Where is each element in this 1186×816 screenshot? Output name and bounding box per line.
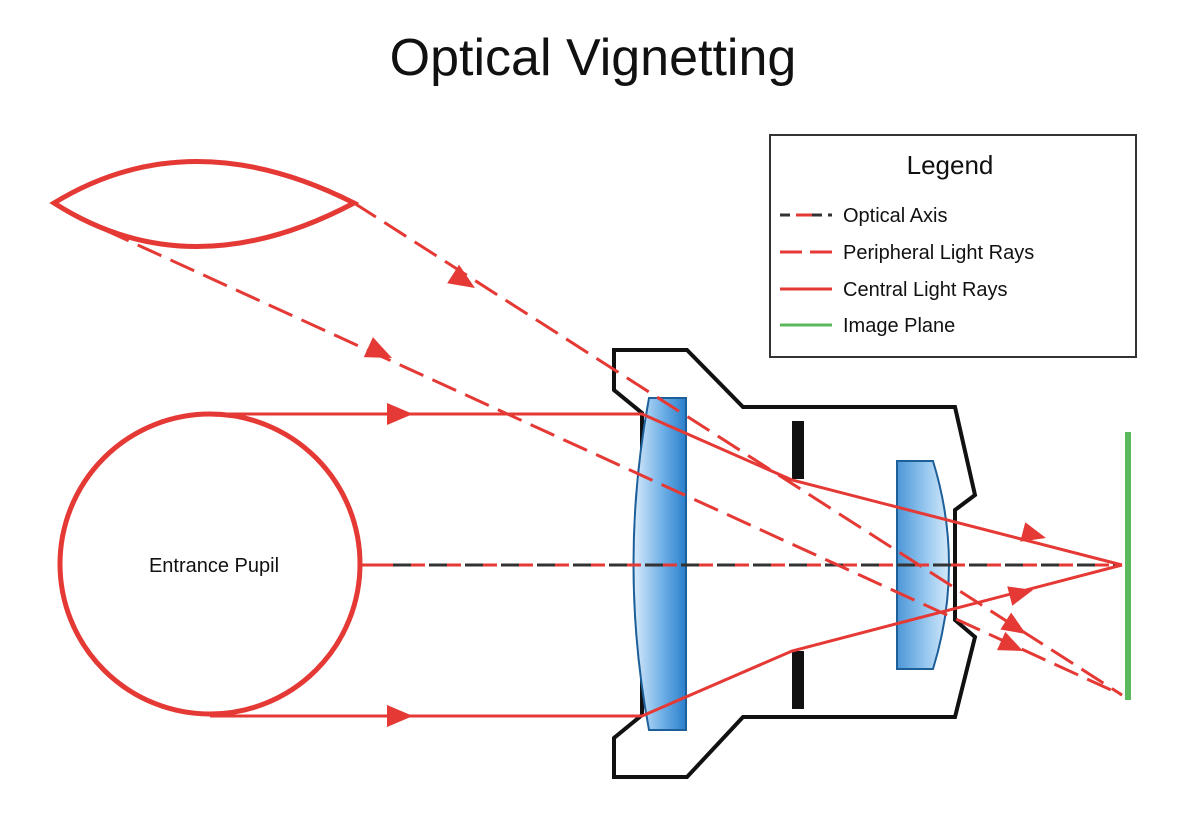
legend-item-central-light-rays: Central Light Rays bbox=[780, 279, 1008, 301]
legend-label-image-plane: Image Plane bbox=[843, 315, 955, 337]
legend-title: Legend bbox=[907, 150, 994, 180]
arrow-peripheral-2 bbox=[363, 337, 392, 358]
legend-label-central: Central Light Rays bbox=[843, 279, 1008, 301]
legend-label-optical-axis: Optical Axis bbox=[843, 205, 947, 227]
arrow-peripheral-4 bbox=[997, 631, 1023, 651]
arrow-central-top-2 bbox=[1020, 522, 1046, 542]
arrow-central-bottom-2 bbox=[1007, 586, 1033, 606]
aperture-stop-top bbox=[792, 421, 804, 479]
arrow-peripheral-3 bbox=[1000, 612, 1026, 634]
legend-box bbox=[769, 134, 1137, 358]
central-light-rays bbox=[210, 412, 1123, 718]
legend: Legend Optical Axis Peripheral Light Ray… bbox=[769, 134, 1137, 358]
peripheral-light-rays bbox=[104, 201, 1123, 697]
arrow-central-bottom-1 bbox=[387, 705, 413, 727]
legend-item-optical-axis: Optical Axis bbox=[780, 205, 947, 227]
entrance-pupil-label: Entrance Pupil bbox=[149, 555, 279, 577]
legend-item-image-plane: Image Plane bbox=[780, 315, 955, 337]
off-axis-source bbox=[49, 159, 360, 249]
diagram-title: Optical Vignetting bbox=[389, 29, 797, 87]
legend-label-peripheral: Peripheral Light Rays bbox=[843, 242, 1034, 264]
arrow-central-top-1 bbox=[387, 403, 413, 425]
ray-arrowheads bbox=[363, 264, 1046, 727]
arrow-peripheral-1 bbox=[447, 264, 475, 288]
aperture-stop-bottom bbox=[792, 651, 804, 709]
legend-item-peripheral-light-rays: Peripheral Light Rays bbox=[780, 242, 1034, 264]
